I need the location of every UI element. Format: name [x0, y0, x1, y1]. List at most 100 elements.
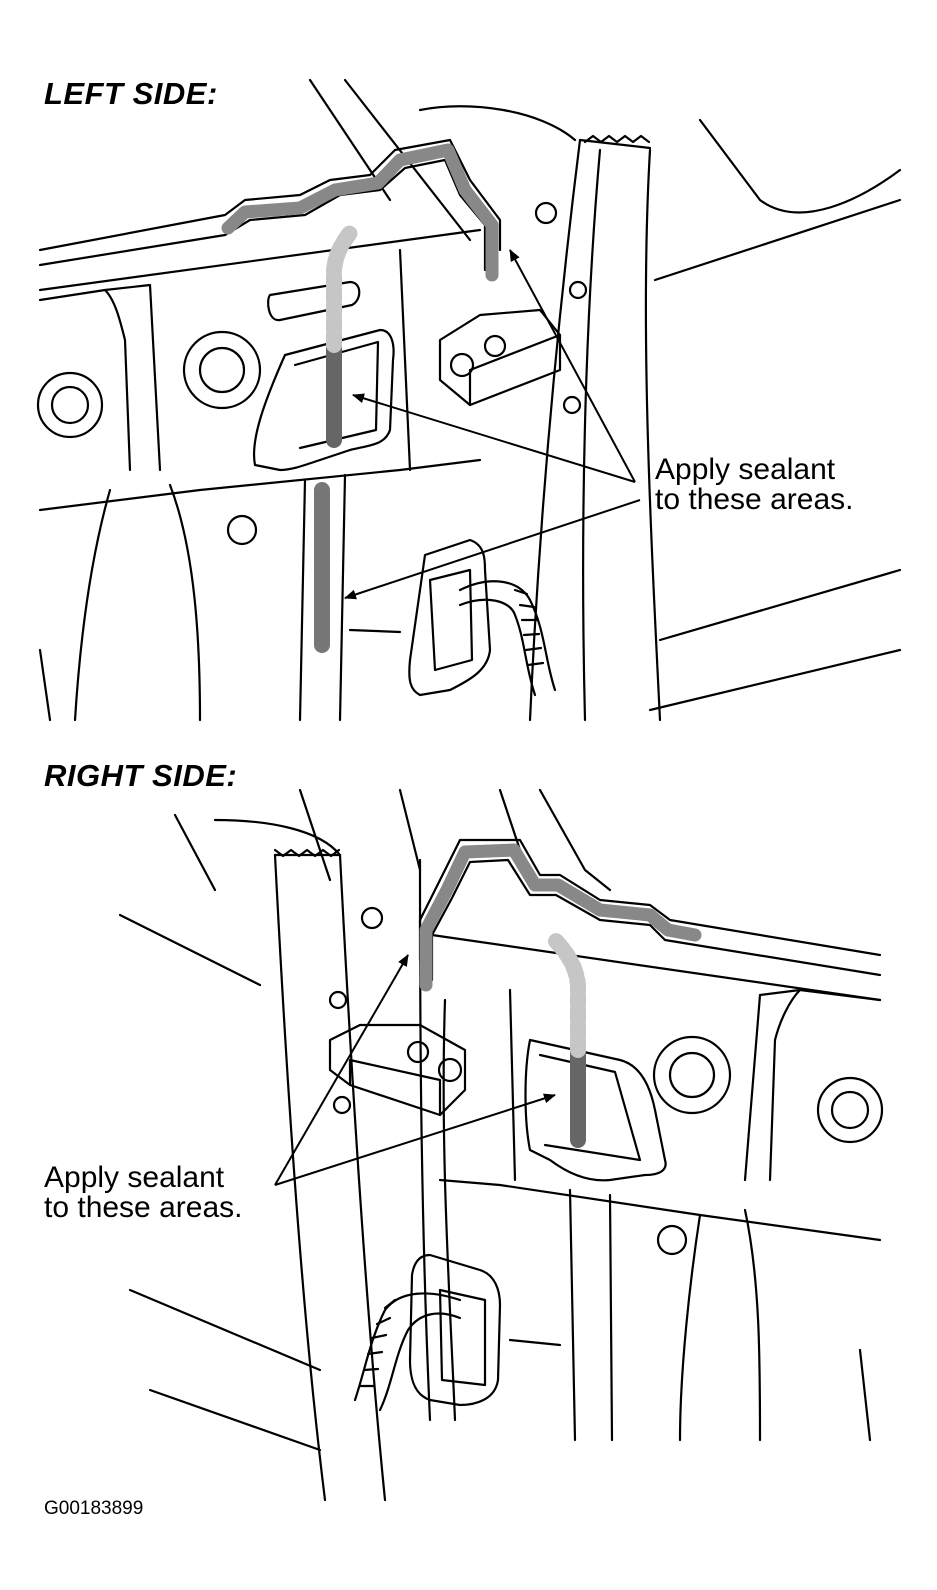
- right-sealant-dashed: [547, 932, 586, 1058]
- right-harness: [358, 1298, 397, 1388]
- right-striker-plate: [438, 1288, 487, 1387]
- left-side-heading: LEFT SIDE:: [44, 76, 218, 111]
- right-lower-pillar: [608, 1193, 614, 1442]
- left-hole: [198, 346, 246, 394]
- left-callout-line1: Apply sealant: [655, 453, 836, 486]
- right-lower-pillar: [678, 1213, 702, 1442]
- left-lower-pillar: [38, 648, 52, 722]
- left-hole: [562, 395, 582, 415]
- left-arrow: [509, 249, 636, 483]
- left-hole: [36, 371, 104, 439]
- left-lower-pillar: [298, 478, 307, 722]
- right-inner-pillar: [442, 998, 457, 1422]
- left-sealant-areas: [221, 143, 499, 653]
- right-panel-edge: [508, 988, 517, 1182]
- right-harness: [353, 1292, 462, 1402]
- right-arrow: [274, 954, 409, 1186]
- left-pillar-edge: [582, 148, 602, 722]
- left-callout-arrows: [344, 249, 641, 600]
- right-sealant-top: [419, 843, 702, 992]
- left-hinge-bracket: [438, 308, 562, 407]
- left-harness: [458, 580, 557, 692]
- right-bolt: [437, 1057, 463, 1083]
- left-arrow: [352, 393, 636, 483]
- left-roof-line: [418, 105, 577, 142]
- left-pillar-edge: [583, 134, 651, 144]
- right-sealant-callout: Apply sealant to these areas.: [44, 1163, 242, 1223]
- right-pillar-edge: [273, 848, 341, 858]
- left-lower-pillar: [168, 483, 202, 722]
- left-body-line: [648, 648, 902, 712]
- right-hole: [656, 1224, 688, 1256]
- right-roof-line: [213, 818, 342, 857]
- right-callout-line2: to these areas.: [44, 1191, 243, 1224]
- left-pillar-edge: [644, 148, 662, 722]
- right-roof-line: [538, 788, 612, 892]
- left-sealant-callout: Apply sealant to these areas.: [655, 455, 853, 515]
- right-hole: [328, 990, 348, 1010]
- left-lower-pillar: [73, 488, 112, 722]
- right-upper-rail: [430, 858, 882, 982]
- right-sealant-areas: [419, 843, 702, 1148]
- right-arrow: [274, 1093, 556, 1186]
- left-upper-rail: [38, 228, 482, 292]
- right-upper-rail: [430, 933, 882, 1002]
- right-pillar-edge: [338, 853, 387, 1502]
- right-striker-opening: [538, 1053, 642, 1162]
- left-body-line: [698, 118, 902, 214]
- left-side-illustration: [36, 78, 902, 722]
- left-hole: [226, 514, 258, 546]
- left-slot: [267, 280, 361, 322]
- left-panel-edge: [398, 248, 412, 472]
- right-side-heading: RIGHT SIDE:: [44, 758, 238, 793]
- right-hinge-bracket: [348, 1058, 442, 1117]
- left-hole: [568, 280, 588, 300]
- left-pillar-edge: [578, 138, 652, 150]
- right-body-line: [148, 1388, 322, 1452]
- right-striker-opening: [524, 1038, 667, 1182]
- left-hole: [534, 201, 558, 225]
- right-upper-rail: [418, 838, 882, 962]
- left-hole: [50, 385, 90, 425]
- left-callout-line2: to these areas.: [655, 483, 854, 516]
- left-striker-opening: [253, 328, 395, 472]
- right-harness: [378, 1312, 462, 1412]
- right-panel-edge: [438, 1178, 882, 1242]
- right-lower-pillar: [743, 1208, 762, 1442]
- right-body-line: [173, 813, 217, 892]
- right-side-illustration: [118, 788, 884, 1502]
- right-callout-arrows: [274, 954, 556, 1186]
- right-pillar-edge: [273, 853, 327, 1502]
- left-panel-edge: [38, 458, 482, 512]
- left-upper-rail: [38, 158, 487, 272]
- right-hole: [332, 1095, 352, 1115]
- left-hole: [182, 330, 262, 410]
- left-bolt: [483, 334, 507, 358]
- right-callout-line1: Apply sealant: [44, 1161, 225, 1194]
- left-body-line: [653, 198, 902, 282]
- left-body-line: [658, 568, 902, 642]
- right-lower-pillar: [508, 1338, 562, 1347]
- right-hole: [816, 1076, 884, 1144]
- left-harness: [513, 588, 545, 667]
- right-striker-plate: [408, 1253, 502, 1407]
- left-harness: [458, 598, 537, 697]
- right-body-line: [128, 1288, 322, 1372]
- right-roof-line: [398, 788, 422, 872]
- right-roof-line: [298, 788, 332, 882]
- left-sealant-dashed: [326, 222, 360, 353]
- figure-id: G00183899: [44, 1498, 144, 1519]
- left-lower-pillar: [348, 628, 402, 634]
- left-hinge-bracket: [468, 333, 562, 407]
- right-hole: [360, 906, 384, 930]
- left-striker-plate: [428, 568, 474, 672]
- right-lower-pillar: [858, 1348, 872, 1442]
- right-hole: [830, 1090, 870, 1130]
- left-upper-rail: [38, 138, 502, 252]
- left-panel-edge: [103, 283, 162, 472]
- right-panel-edge: [743, 988, 802, 1182]
- left-lower-pillar: [338, 473, 347, 722]
- left-panel-edge: [38, 288, 132, 472]
- right-panel-edge: [768, 988, 882, 1182]
